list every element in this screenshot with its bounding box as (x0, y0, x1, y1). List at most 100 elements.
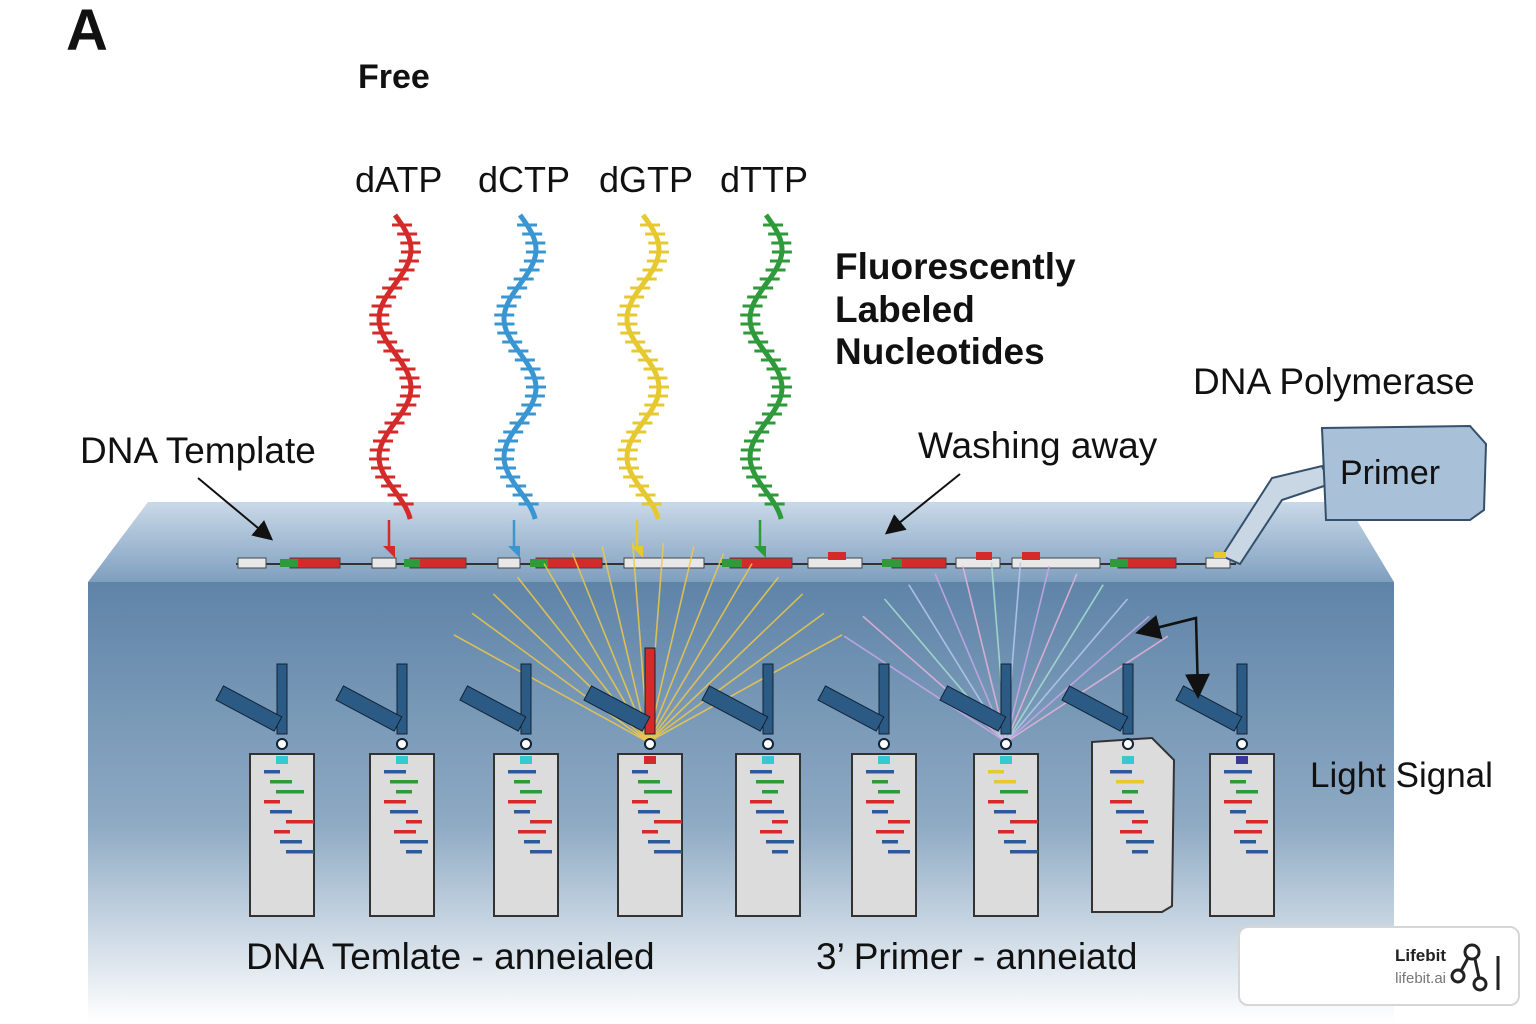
probe-joint (276, 738, 288, 750)
fluorescent-label-line: Nucleotides (835, 331, 1045, 373)
sequence-bar (1110, 770, 1132, 774)
sequence-bar (654, 850, 682, 854)
sequence-bar (524, 840, 540, 844)
strand-segment (623, 557, 705, 569)
strand-green-mark (882, 559, 902, 567)
sequence-bar (400, 840, 428, 844)
sequence-bar (994, 780, 1016, 784)
probe-vertical-arm (396, 663, 408, 735)
sequence-bar (760, 830, 782, 834)
yellow-light-ray (647, 552, 725, 743)
fluorescent-nucleotides-label: Fluorescently Labeled Nucleotides (835, 246, 1115, 374)
ribbon-arrowhead (508, 546, 520, 558)
dna-polymerase-shape (1214, 424, 1488, 566)
strand-segment (371, 557, 397, 569)
sequence-bar (394, 830, 416, 834)
probe-joint (520, 738, 532, 750)
probe-vertical-arm (520, 663, 532, 735)
primer-label: Primer (1340, 454, 1441, 492)
lifebit-logo-badge: Lifebit lifebit.ai (1238, 926, 1520, 1006)
nucleotide-label-datp: dATP (355, 159, 443, 200)
fluorescent-label-line: Fluorescently (835, 246, 1076, 287)
probe-joint (396, 738, 408, 750)
sequence-bar (270, 810, 292, 814)
sequence-bar (644, 790, 672, 794)
probe-angled-arm (1061, 685, 1129, 732)
sequence-bar (1240, 840, 1256, 844)
yellow-light-ray (453, 634, 649, 743)
sequence-bar (762, 790, 778, 794)
sequence-bar (1010, 850, 1038, 854)
sequence-bar (1246, 820, 1268, 824)
yellow-light-ray (647, 634, 843, 743)
light-signal-rays (453, 542, 1169, 743)
ribbon-arrowhead (754, 546, 766, 558)
sequence-bar (508, 800, 536, 804)
sequence-bar (508, 770, 536, 774)
sequence-bar (514, 780, 530, 784)
sequence-bar (384, 770, 406, 774)
sequence-bar (988, 800, 1004, 804)
yellow-light-ray (647, 593, 804, 743)
sequence-bar (396, 790, 412, 794)
sequence-bar (638, 780, 660, 784)
strand-segment (1011, 557, 1101, 569)
sequence-bar (1116, 780, 1144, 784)
sequence-bar (654, 820, 682, 824)
well-body (617, 753, 683, 917)
pastel-light-ray (1005, 573, 1078, 743)
well-top-marker (762, 756, 774, 764)
well-body (493, 753, 559, 917)
sequence-bar (406, 850, 422, 854)
strand-green-mark (530, 559, 548, 567)
probe-vertical-arm (762, 663, 774, 735)
sequencing-well (701, 663, 801, 917)
sequencing-well (1175, 663, 1275, 917)
well-top-marker (878, 756, 890, 764)
sequencing-well (1061, 663, 1176, 913)
sequence-bar (888, 820, 910, 824)
sequence-bar (1110, 800, 1132, 804)
sequence-bar (866, 770, 894, 774)
well-top-marker (1000, 756, 1012, 764)
probe-joint (1000, 738, 1012, 750)
free-label: Free (358, 58, 430, 96)
sequencing-well (939, 663, 1039, 917)
fluorescent-label-line: Labeled (835, 288, 975, 330)
sequence-bar (1230, 810, 1246, 814)
sequence-bar (756, 780, 784, 784)
yellow-light-ray (647, 545, 695, 743)
lifebit-logo-icon (1450, 943, 1500, 992)
sequence-bar (648, 840, 670, 844)
logo-name: Lifebit (1395, 946, 1446, 965)
probe-joint (644, 738, 656, 750)
sequence-bar (872, 780, 888, 784)
strand-green-mark (1110, 559, 1128, 567)
sequence-bar (1236, 790, 1258, 794)
sequence-bar (1116, 810, 1144, 814)
primer-annealed-caption: 3’ Primer - anneiatd (816, 936, 1138, 977)
light-signal-label: Light Signal (1310, 756, 1493, 795)
nucleotide-ribbon (494, 213, 546, 558)
pastel-light-ray (1005, 566, 1050, 743)
nucleotide-ribbon (740, 213, 792, 558)
sequence-bar (406, 820, 422, 824)
sequence-bar (1010, 820, 1038, 824)
sequence-bar (1246, 850, 1268, 854)
surface-dna-strand (236, 552, 1236, 569)
yellow-light-ray (471, 612, 649, 743)
template-pointer-arrow (197, 477, 274, 541)
probe-joint (1236, 738, 1248, 750)
probe-vertical-arm (1122, 663, 1134, 735)
probe-vertical-arm (878, 663, 890, 735)
strand-segment (237, 557, 267, 569)
strand-green-mark (722, 559, 742, 567)
nucleotide-label-dctp: dCTP (478, 159, 571, 200)
dna-polymerase-label: DNA Polymerase (1193, 361, 1475, 402)
sequence-bar (276, 790, 304, 794)
sequence-bar (866, 800, 894, 804)
strand-green-mark (404, 559, 420, 567)
nucleotide-ribbon (617, 213, 669, 558)
